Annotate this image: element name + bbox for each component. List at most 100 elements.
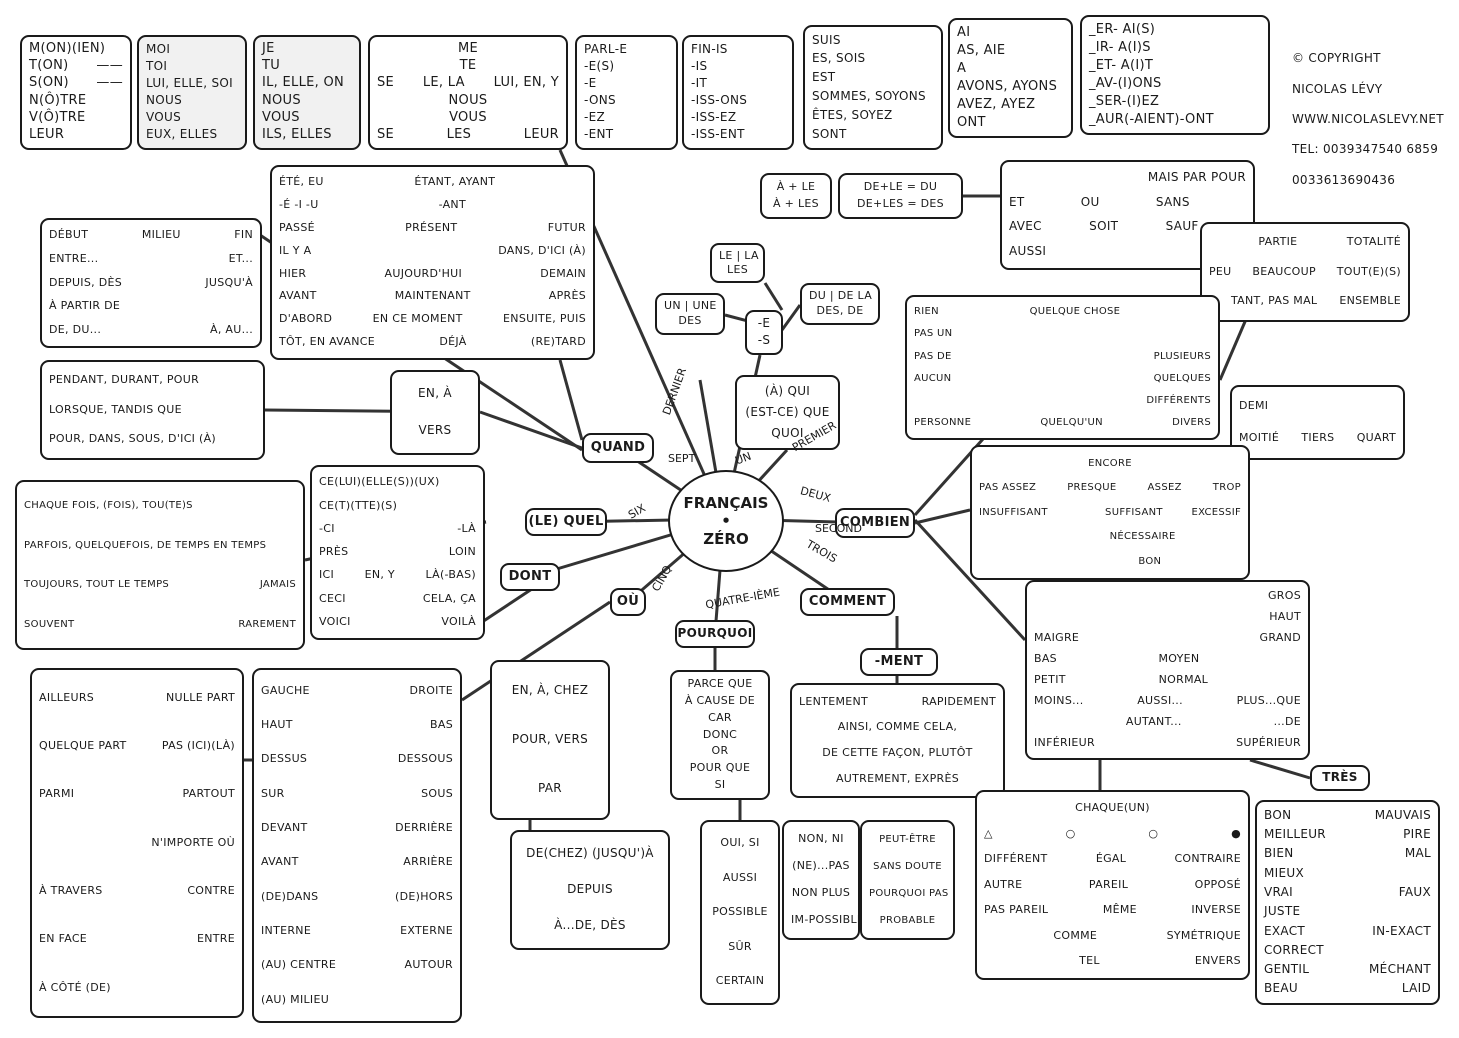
demonstratifs-cell: CECI <box>319 591 346 605</box>
chronologie-cell: PRÉSENT <box>405 220 458 234</box>
sujets-text: VOUS <box>262 109 300 125</box>
rien-row: PAS UN <box>914 328 1211 340</box>
complements-text: ME <box>457 41 479 57</box>
rien-cell: PAS DE <box>914 350 952 362</box>
possessifs-row: S(ON)—— <box>29 75 123 91</box>
pourquoi-text: POURQUOI <box>677 626 753 641</box>
maniere-text: DE CETTE FAÇON, PLUTÔT <box>822 746 973 760</box>
duree-cell: FIN <box>234 228 253 242</box>
frequence-cell: TOUJOURS, TOUT LE TEMPS <box>24 579 170 590</box>
demonstratifs-cell: -LÀ <box>457 521 476 535</box>
demonstratifs-cell: LÀ(-BAS) <box>425 568 476 582</box>
finir-text: -ISS-EZ <box>691 110 737 125</box>
quand-box: QUAND <box>582 433 654 463</box>
maniere-text: AUTREMENT, EXPRÈS <box>835 771 960 785</box>
chaque-cell: PAREIL <box>1088 877 1129 891</box>
taille-row: MOINS...AUSSI...PLUS...QUE <box>1034 695 1301 708</box>
positions-cell: BAS <box>430 718 453 732</box>
taille-row: AUTANT......DE <box>1034 716 1301 729</box>
quantite-cell: TOUT(E)(S) <box>1336 264 1401 278</box>
es-text: -S <box>757 332 771 347</box>
demonstratifs-cell: LOIN <box>448 545 476 559</box>
conjonctions-text: AUSSI <box>1009 243 1047 258</box>
tres-text: TRÈS <box>1322 770 1358 785</box>
bon-cell: MAL <box>1404 846 1431 861</box>
ou-box: OÙ <box>610 588 646 616</box>
chronologie-cell: IL Y A <box>279 243 312 257</box>
demonstratifs-cell: VOICI <box>319 615 351 628</box>
center-dot: • <box>721 512 731 530</box>
chaque-cell: MÊME <box>1102 903 1137 917</box>
chaque-cell: ÉGAL <box>1095 852 1127 866</box>
avoir-text: ONT <box>957 114 986 130</box>
tres-box: TRÈS <box>1310 765 1370 791</box>
chronologie-cell: APRÈS <box>548 289 586 303</box>
taille-cell: GROS <box>1267 589 1301 603</box>
conjonctions-cell: AVEC <box>1009 219 1042 234</box>
taille-row: HAUT <box>1034 611 1301 624</box>
possessifs-cell: S(ON) <box>29 75 69 91</box>
dechez-text: DEPUIS <box>567 882 613 897</box>
etre-text: SONT <box>812 126 847 141</box>
positions-cell: AUTOUR <box>404 958 453 972</box>
quantite-cell: TANT, PAS MAL <box>1231 294 1318 307</box>
conjonctions-row: MAIS PAR POUR <box>1009 171 1246 185</box>
chaque-cell: DIFFÉRENT <box>984 852 1048 866</box>
frequence-text: CHAQUE FOIS, (FOIS), TOU(TE)S <box>24 500 193 511</box>
rien-cell: AUCUN <box>914 372 952 384</box>
unune-text: UN | UNE <box>664 299 717 313</box>
comment-text: COMMENT <box>808 593 887 609</box>
parler-text: -ONS <box>584 93 616 108</box>
chronologie-cell: ENSUITE, PUIS <box>503 312 586 326</box>
toniques-text: MOI <box>146 41 171 56</box>
maniere-text: AINSI, COMME CELA, <box>837 720 958 734</box>
duree-cell: DE, DU... <box>49 322 102 336</box>
conjonctions-cell: SAUF <box>1165 219 1199 234</box>
envers-text: EN, À <box>418 386 452 401</box>
avoir-text: A <box>957 60 967 76</box>
assez-cell: BON <box>1138 555 1162 567</box>
sujets-text: ILS, ELLES <box>262 126 332 142</box>
non-text: NON PLUS <box>791 886 851 900</box>
chronologie-cell: (RE)TARD <box>530 335 586 349</box>
peutetre-text: PEUT-ÊTRE <box>879 833 936 845</box>
dudela-text: DES, DE <box>816 304 864 318</box>
parler-text: -ENT <box>584 127 614 142</box>
bon-cell: MEILLEUR <box>1264 827 1326 842</box>
toniques-text: NOUS <box>146 93 183 108</box>
duree-row: DE, DU...À, AU... <box>49 322 253 337</box>
chaque-cell: ○ <box>1148 826 1159 840</box>
chronologie-cell: D'ABORD <box>279 312 333 326</box>
duree-cell: ENTRE... <box>49 252 99 266</box>
ray-label: SECOND <box>815 522 862 535</box>
connector-line <box>558 359 584 441</box>
duree-cell: DÉBUT <box>49 228 89 242</box>
chronologie-cell: MAINTENANT <box>394 289 471 303</box>
finir-box: FIN-IS-IS-IT-ISS-ONS-ISS-EZ-ISS-ENT <box>682 35 794 150</box>
complements-text: TE <box>459 58 477 74</box>
unune-text: DES <box>678 314 702 328</box>
bon-row: CORRECT <box>1264 943 1431 958</box>
parler-box: PARL-E-E(S)-E-ONS-EZ-ENT <box>575 35 678 150</box>
taille-cell: GRAND <box>1259 631 1301 645</box>
chronologie-cell: TÔT, EN AVANCE <box>279 335 375 349</box>
